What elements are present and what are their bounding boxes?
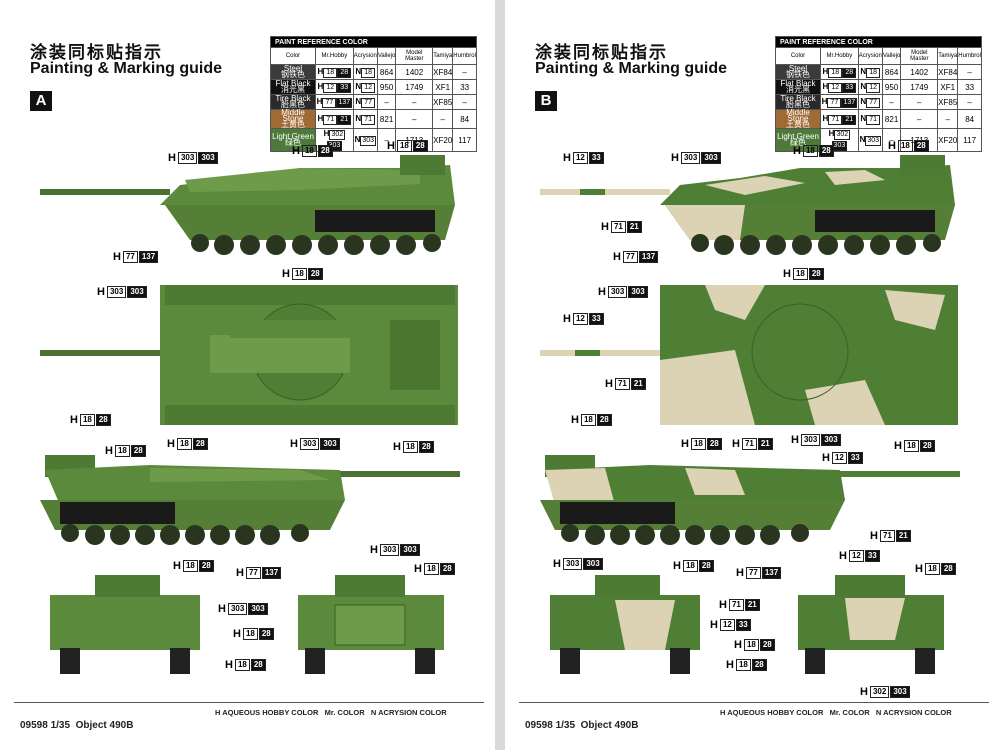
kit-code: 09598 1/35 Object 490B [525,720,639,731]
title-english: Painting & Marking guide [30,60,223,77]
top-view-camo [540,285,958,425]
sheet-scheme-b: 涂装同标贴指示 Painting & Marking guide B PAINT… [505,0,1000,750]
rear-view [298,575,444,674]
sheet-scheme-a: 涂装同标贴指示 Painting & Marking guide A PAINT… [0,0,495,750]
front-view [50,575,200,674]
front-view-camo [550,575,700,674]
paint-reference-table: PAINT REFERENCE COLOR Color Mr.Hobby Acr… [775,36,982,152]
title-chinese: 涂装同标贴指示 [535,43,668,62]
col-tamiya: Tamiya [937,47,959,65]
top-view [40,285,458,425]
footer-divider [14,702,484,703]
kit-code: 09598 1/35 Object 490B [20,720,134,731]
side-view-right-camo [540,455,960,545]
paint-reference-table: PAINT REFERENCE COLOR Color Mr.Hobby Acr… [270,36,477,152]
scheme-letter: B [535,91,557,111]
side-view-left-camo [540,155,955,255]
footer-legend: H AQUEOUS HOBBY COLOR Mr. COLOR N ACRYSI… [720,708,952,717]
title-english: Painting & Marking guide [535,60,728,77]
side-view-left [40,155,455,255]
tank-illustrations-b [540,155,960,674]
scheme-letter: A [30,91,52,111]
title-chinese: 涂装同标贴指示 [30,43,163,62]
rear-view-camo [798,575,944,674]
tank-illustrations-a [40,155,460,674]
page-gutter [495,0,505,750]
side-view-right [40,455,460,545]
footer-divider [519,702,989,703]
col-humbrol: Humbrol [957,47,982,65]
footer-legend: H AQUEOUS HOBBY COLOR Mr. COLOR N ACRYSI… [215,708,447,717]
